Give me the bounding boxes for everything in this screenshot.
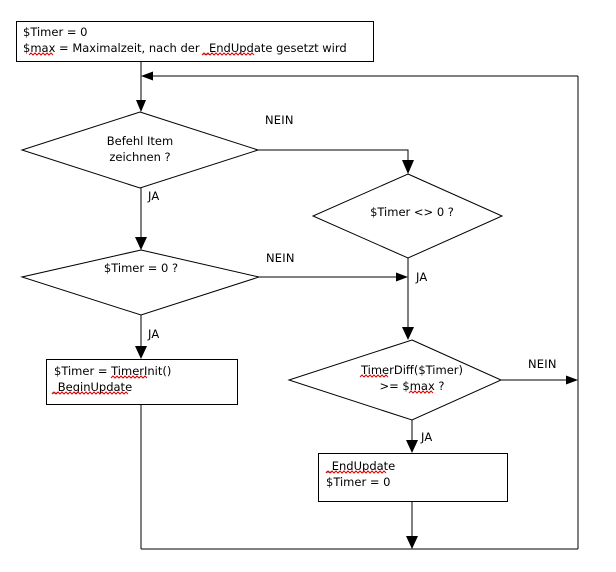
spellcheck-underline-max-2 [408, 390, 434, 394]
connector-endupdate-to-bottom [406, 502, 418, 549]
connector-timer-ne-zero-ja [402, 258, 414, 340]
edge-label-timer-eq-zero-nein: NEIN [266, 251, 295, 265]
init-box-line2: $max = Maximalzeit, nach der _EndUpdate … [23, 41, 347, 55]
connector-timerdiff-ja [406, 420, 418, 453]
spellcheck-underline-beginupdate [51, 391, 129, 395]
node-beginupdate-box [46, 359, 238, 405]
connector-befehl-ja [135, 188, 147, 250]
decision-befehl-line2: zeichnen ? [109, 150, 170, 164]
beginupdate-line1: $Timer = TimerInit() [54, 364, 171, 378]
node-endupdate-box [318, 453, 508, 502]
node-decision-timerdiff [287, 339, 503, 421]
spellcheck-underline-endupdate [201, 52, 255, 56]
node-decision-timer-ne-zero [311, 173, 504, 259]
connector-timerdiff-nein [501, 375, 578, 385]
edge-label-timer-eq-zero-ja: JA [147, 327, 159, 341]
endupdate-line1: _EndUpdate [325, 459, 395, 473]
decision-befehl-line1: Befehl Item [107, 134, 173, 148]
beginupdate-line2: _BeginUpdate [51, 380, 132, 394]
spellcheck-underline-timerdiff [359, 374, 389, 378]
edge-label-befehl-nein: NEIN [265, 113, 294, 127]
connector-loop-return-top [141, 71, 578, 81]
edge-label-timerdiff-ja: JA [420, 430, 432, 444]
connector-init-to-befehl [136, 62, 146, 112]
node-decision-befehl [20, 111, 260, 189]
decision-timer-eq-zero-line1: $Timer = 0 ? [104, 261, 178, 275]
spellcheck-underline-timerinit [110, 375, 148, 379]
edge-label-timer-ne-zero-ja: JA [415, 270, 427, 284]
decision-timerdiff-line2: >= $max ? [379, 379, 444, 393]
spellcheck-underline-max [28, 52, 54, 56]
connector-timer-eq-zero-nein [259, 272, 408, 282]
decision-timerdiff-line1: TimerDiff($Timer) [360, 363, 463, 377]
node-decision-timer-eq-zero [20, 249, 261, 316]
edge-label-befehl-ja: JA [147, 189, 159, 203]
node-init-box [16, 21, 374, 62]
decision-timer-ne-zero-line1: $Timer <> 0 ? [370, 205, 454, 219]
edge-label-timerdiff-nein: NEIN [528, 357, 557, 371]
init-box-line1: $Timer = 0 [23, 25, 87, 39]
connector-befehl-nein [258, 149, 414, 174]
connector-timer-eq-zero-ja [135, 315, 147, 359]
endupdate-line2: $Timer = 0 [326, 475, 390, 489]
spellcheck-underline-endupdate-2 [325, 470, 387, 474]
